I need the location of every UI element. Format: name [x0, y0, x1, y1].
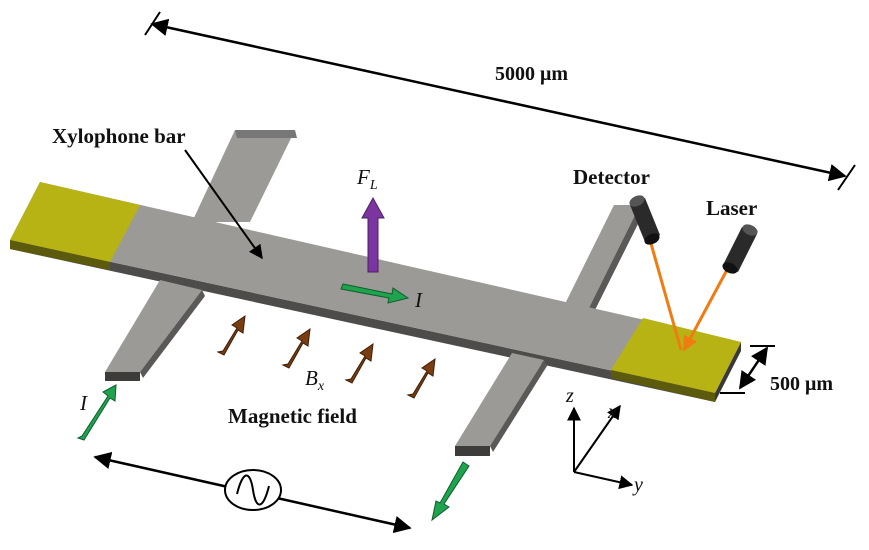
axis-x-label: x — [607, 401, 617, 423]
current-arrow-out — [431, 461, 470, 522]
width-dimension — [720, 345, 775, 394]
current-in-label: I — [79, 391, 88, 415]
xylophone-bar-label: Xylophone bar — [52, 124, 186, 148]
current-arrow-bar — [340, 283, 410, 304]
ac-source-sine-icon — [224, 469, 282, 511]
coordinate-axes — [567, 404, 634, 490]
lorentz-force-letter: F — [356, 165, 370, 189]
axis-z-label: z — [565, 385, 574, 407]
field-arrow-4 — [406, 357, 436, 399]
left-gold-pad — [10, 182, 140, 270]
magnetic-field-label: Magnetic field — [228, 404, 357, 428]
laser-label: Laser — [706, 196, 757, 220]
laser-beams — [639, 224, 730, 352]
lower-left-arm — [105, 280, 205, 381]
length-dimension-label: 5000 μm — [495, 63, 568, 85]
field-arrow-2 — [281, 327, 311, 369]
upper-left-arm — [192, 130, 297, 222]
upper-right-arm — [558, 205, 644, 324]
lorentz-force-label: FL — [356, 165, 378, 193]
length-dimension — [144, 11, 856, 191]
field-subscript: x — [317, 379, 325, 394]
lorentz-force-arrow — [361, 196, 385, 273]
laser-device — [722, 224, 758, 274]
width-dimension-label: 500 μm — [770, 373, 833, 395]
field-arrow-1 — [216, 314, 246, 356]
right-gold-pad — [611, 318, 741, 402]
lower-right-arm — [455, 353, 547, 456]
detector-device — [629, 195, 660, 245]
current-bar-label: I — [414, 288, 423, 312]
axis-y-label: y — [632, 474, 643, 496]
current-arrow-in — [76, 384, 117, 441]
detector-label: Detector — [573, 165, 650, 189]
lorentz-force-subscript: L — [369, 178, 378, 193]
magnetic-field-arrows — [216, 314, 436, 399]
field-letter: B — [305, 366, 318, 390]
field-arrow-3 — [344, 342, 374, 384]
magnetic-field-symbol: Bx — [305, 366, 325, 394]
xylophone-label-pointer — [184, 149, 263, 260]
